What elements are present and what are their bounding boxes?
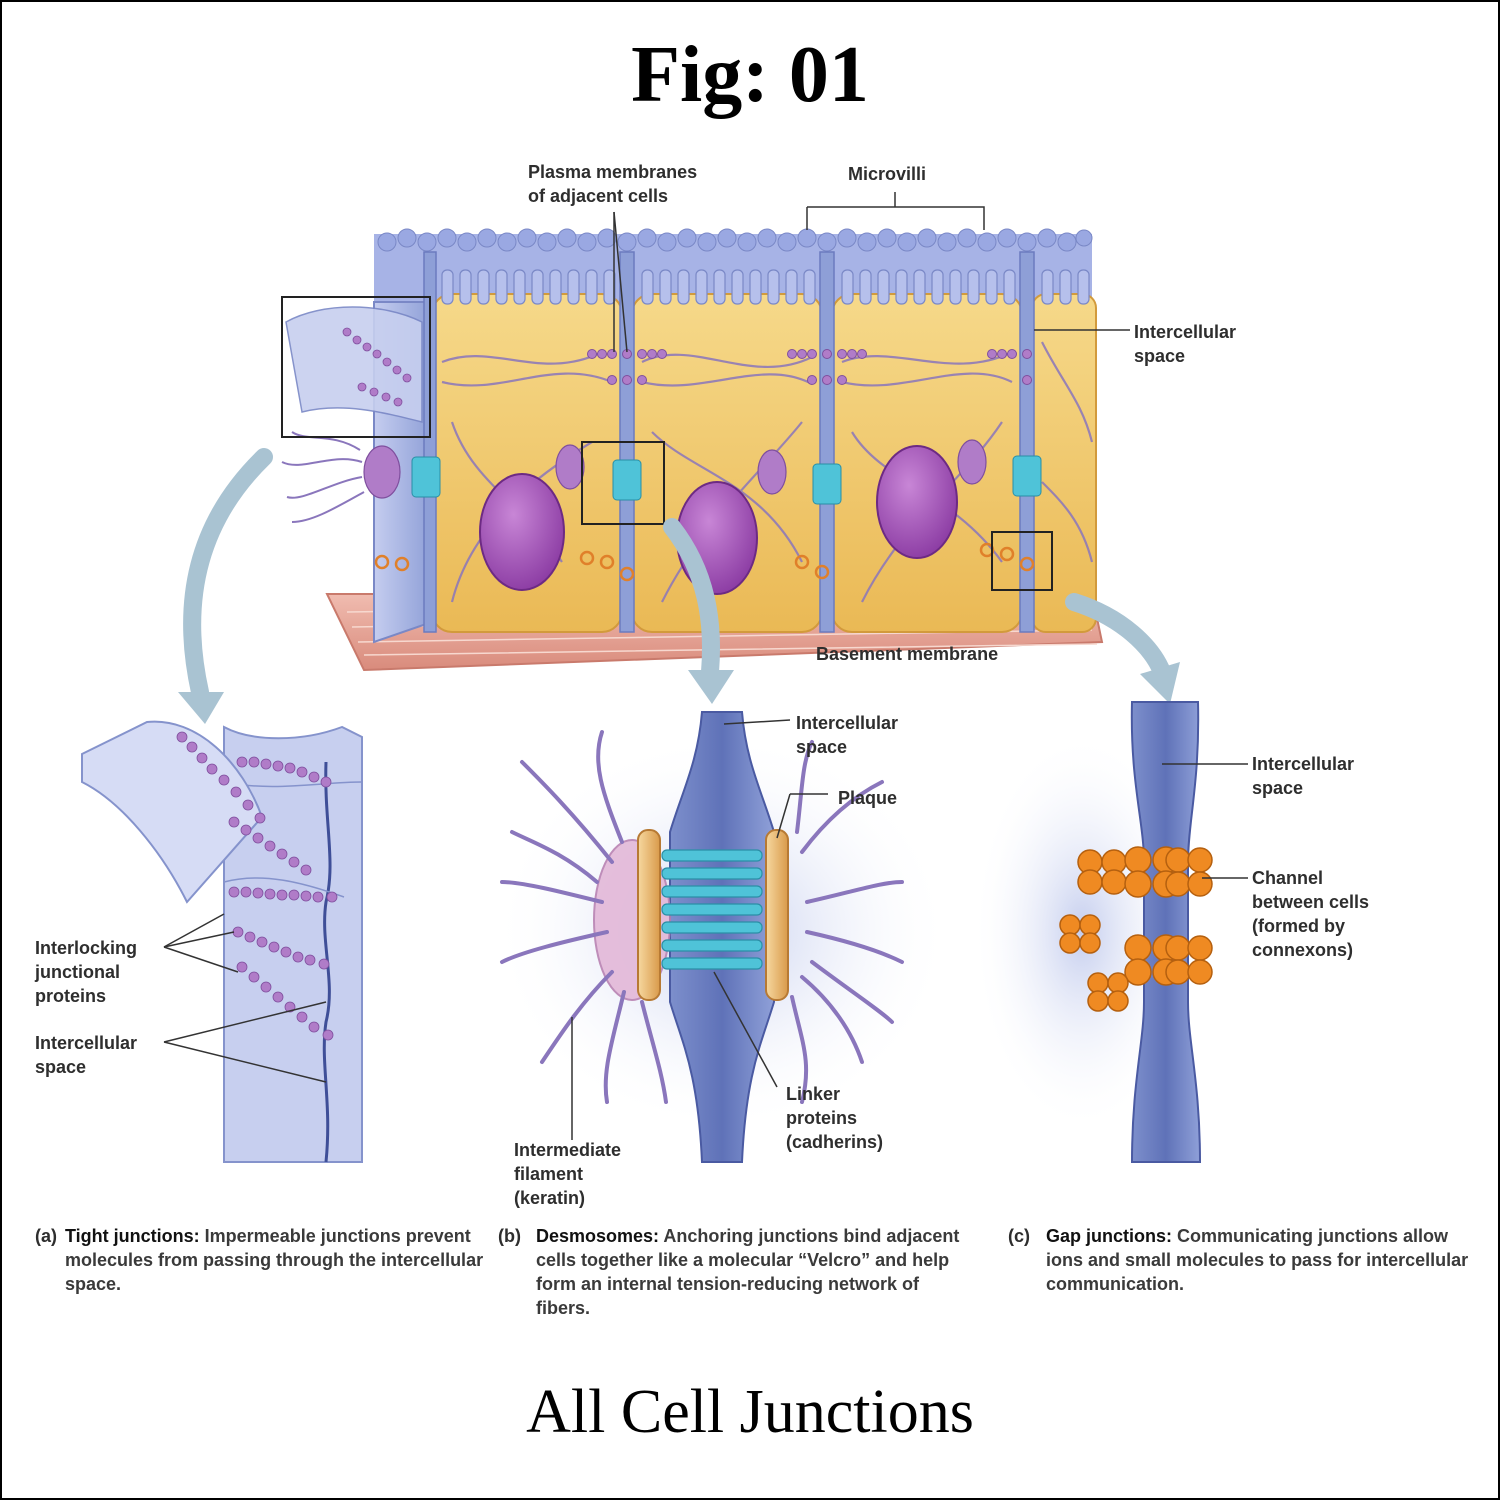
caption-c-title: Gap junctions:: [1046, 1226, 1172, 1246]
callout-arrows: [178, 448, 1180, 724]
plaque-right: [765, 829, 789, 1001]
label-intercellular-space-b: Intercellular space: [796, 713, 899, 757]
zoom-box-desmosome: [581, 441, 665, 525]
plasma-membrane-3: [1019, 251, 1035, 633]
leader-lines: [613, 192, 1130, 353]
caption-b-prefix: (b): [498, 1226, 521, 1246]
zoom-box-tight: [281, 296, 431, 438]
desmosome-panel: [492, 711, 952, 1163]
figure-caption: All Cell Junctions: [526, 1378, 974, 1446]
nucleus-3: [876, 445, 958, 559]
label-linker-proteins: Linker proteins (cadherins): [786, 1084, 884, 1152]
zoom-boxes: [281, 296, 1053, 591]
caption-b-text: Anchoring junctions bind adjacent cells …: [536, 1226, 960, 1318]
caption-b: (b) Desmosomes: Anchoring junctions bind…: [498, 1224, 968, 1320]
tight-junction-panel: [81, 720, 363, 1163]
caption-a-prefix: (a): [35, 1226, 57, 1246]
caption-a: (a) Tight junctions: Impermeable junctio…: [35, 1224, 485, 1296]
connexons: [1059, 846, 1213, 1012]
zoom-box-gap: [991, 531, 1053, 591]
arrow-to-c: [1065, 593, 1171, 681]
label-intermediate-filament: Intermediate filament (keratin): [514, 1140, 622, 1208]
label-plasma-membranes: Plasma membranes of adjacent cells: [528, 162, 698, 206]
label-intercellular-space-c: Intercellular space: [1252, 754, 1355, 798]
label-channel-between-cells: Channel between cells (formed by connexo…: [1252, 868, 1370, 960]
label-microvilli: Microvilli: [848, 164, 927, 184]
cadherin-linkers: [661, 849, 763, 970]
epithelial-cell-4: [1031, 293, 1097, 633]
caption-c: (c) Gap junctions: Communicating junctio…: [1008, 1224, 1478, 1296]
figure-title: Fig: 01: [631, 31, 869, 119]
caption-c-text: Communicating junctions allow ions and s…: [1046, 1226, 1469, 1294]
caption-b-title: Desmosomes:: [536, 1226, 660, 1246]
caption-c-prefix: (c): [1008, 1226, 1030, 1246]
plaque-left: [637, 829, 661, 1001]
label-intercellular-space-top: Intercellular space: [1134, 322, 1237, 366]
arrow-to-a: [183, 448, 273, 701]
epithelium-block: [281, 228, 1104, 672]
plasma-membrane-2: [819, 251, 835, 633]
intermediate-filaments: [500, 730, 904, 1104]
label-plaque: Plaque: [838, 788, 898, 808]
nucleus-1: [479, 473, 565, 591]
label-intercellular-space-a: Intercellular space: [35, 1033, 138, 1077]
caption-a-text: Impermeable junctions prevent molecules …: [65, 1226, 484, 1294]
label-interlocking-proteins: Interlocking junctional proteins: [35, 938, 138, 1006]
arrow-to-b: [663, 518, 721, 681]
gap-junction-panel: [972, 701, 1248, 1163]
caption-a-title: Tight junctions:: [65, 1226, 200, 1246]
label-basement-membrane: Basement membrane: [816, 644, 999, 664]
